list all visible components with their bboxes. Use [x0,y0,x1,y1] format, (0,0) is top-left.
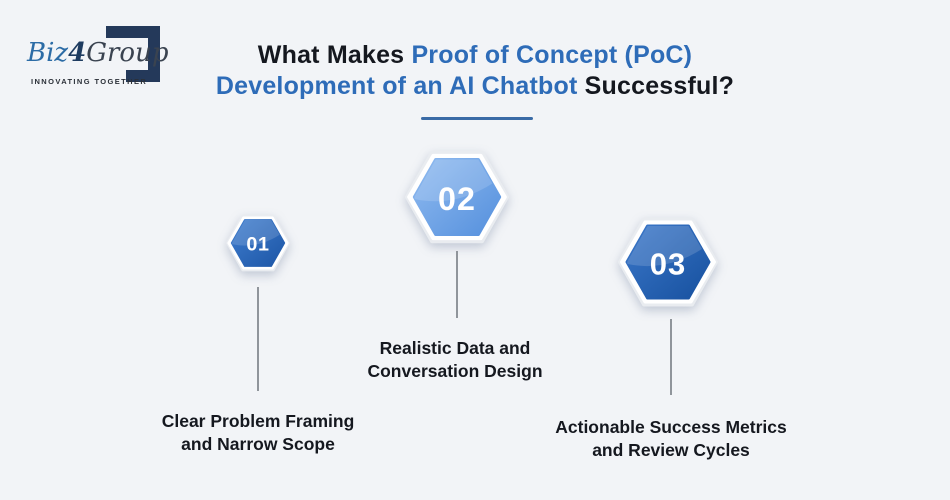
step-label-03-line2: and Review Cycles [592,440,750,460]
logo-bracket-icon [106,26,160,82]
step-label-01-line1: Clear Problem Framing [161,411,355,431]
step-label-02-line1: Realistic Data and [379,338,531,358]
step-number-01: 01 [246,233,269,255]
step-connector-01 [257,287,259,391]
brand-logo: Biz4Group INNOVATING TOGETHER [25,14,175,94]
title-segment-blue-2: Development of an AI Chatbot [215,72,578,100]
step-label-01-line2: and Narrow Scope [181,434,335,454]
brand-tagline: INNOVATING TOGETHER [31,77,148,86]
hexagon-03-icon: 03 [618,217,718,307]
title-underline [421,117,533,120]
title-segment-dark-1: What Makes [257,41,412,69]
step-connector-03 [670,319,672,395]
hexagon-02-icon: 02 [405,150,509,244]
hexagon-01-icon: 01 [226,214,290,272]
brand-text-4: 4 [68,38,87,68]
step-hexagon-03: 03 [618,215,718,309]
step-number-03: 03 [650,247,686,282]
step-hexagon-01: 01 [226,213,290,273]
step-label-03: Actionable Success Metrics and Review Cy… [511,416,831,462]
brand-text-group: Group [86,38,169,68]
step-label-02: Realistic Data and Conversation Design [295,337,615,383]
page-title: What Makes Proof of Concept (PoC) Develo… [0,40,950,102]
title-segment-dark-2: Successful? [577,72,735,100]
brand-text-biz: Biz [27,38,69,68]
step-label-02-line2: Conversation Design [367,361,543,381]
step-hexagon-02: 02 [405,148,509,246]
step-connector-02 [456,251,458,318]
title-segment-blue-1: Proof of Concept (PoC) [411,41,693,69]
step-label-03-line1: Actionable Success Metrics [555,417,787,437]
step-label-01: Clear Problem Framing and Narrow Scope [98,410,418,456]
step-number-02: 02 [438,181,476,217]
brand-wordmark: Biz4Group [27,38,168,68]
